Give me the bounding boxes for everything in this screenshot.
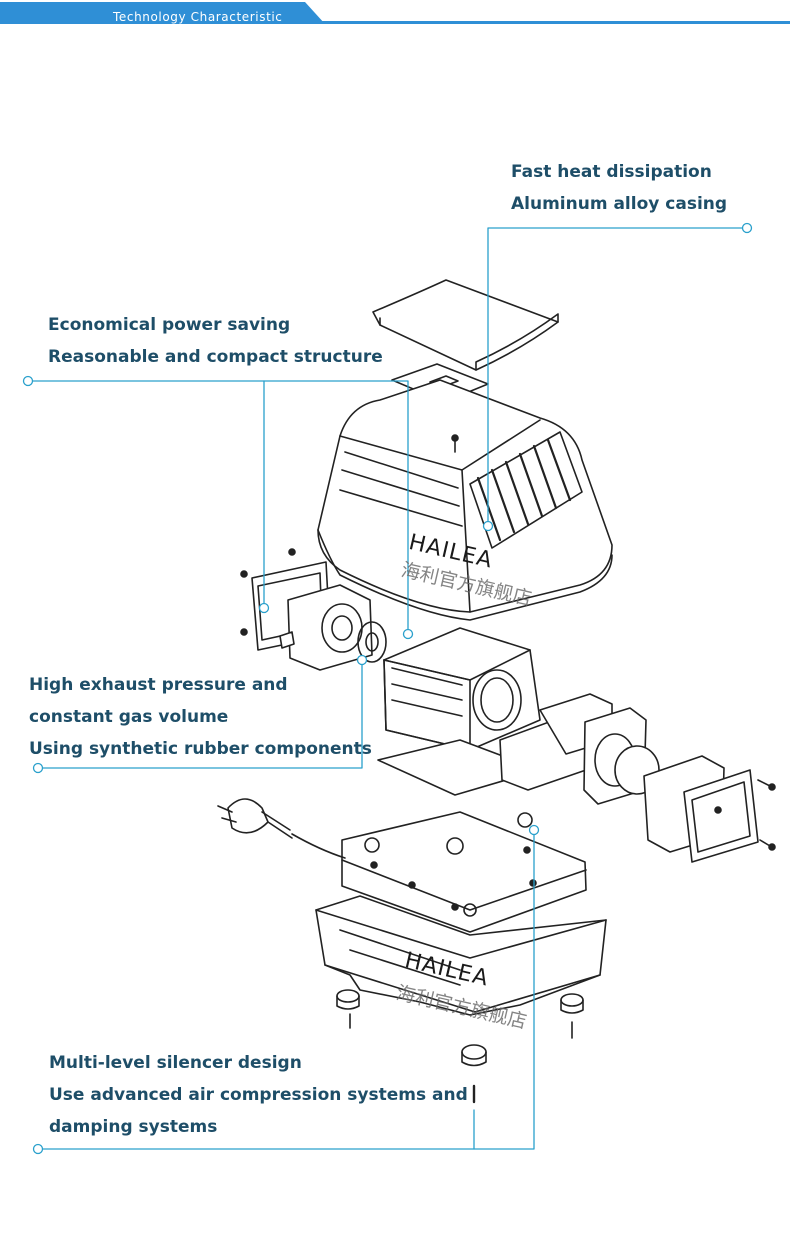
callout-power-saving: Economical power saving Reasonable and c… xyxy=(48,309,383,373)
callout-pressure-line-3: Using synthetic rubber components xyxy=(29,739,372,759)
callout-power-line-1: Economical power saving xyxy=(48,315,291,335)
top-cover-plate xyxy=(372,279,559,371)
callout-heat-line-1: Fast heat dissipation xyxy=(511,162,712,182)
callout-heat-line-2: Aluminum alloy casing xyxy=(511,194,728,214)
right-cylinder-assembly xyxy=(499,693,776,863)
callout-silencer: Multi-level silencer design Use advanced… xyxy=(49,1047,468,1143)
callout-heat-dissipation: Fast heat dissipation Aluminum alloy cas… xyxy=(511,156,727,220)
leader-lines xyxy=(22,222,753,1155)
callout-silencer-line-2: Use advanced air compression systems and xyxy=(49,1085,468,1105)
damping-feet xyxy=(336,989,584,1104)
callout-power-line-2: Reasonable and compact structure xyxy=(48,347,383,367)
mounting-plate xyxy=(341,811,587,933)
left-cylinder-assembly xyxy=(240,548,387,671)
callout-silencer-line-3: damping systems xyxy=(49,1117,218,1137)
upper-housing xyxy=(317,363,613,621)
callout-pressure-line-1: High exhaust pressure and xyxy=(29,675,288,695)
callout-exhaust-pressure: High exhaust pressure and constant gas v… xyxy=(29,669,372,765)
electromagnet-block xyxy=(377,627,541,796)
callout-pressure-line-2: constant gas volume xyxy=(29,707,229,727)
header-bar xyxy=(0,2,790,24)
callout-silencer-line-1: Multi-level silencer design xyxy=(49,1053,302,1073)
power-cord xyxy=(217,798,346,859)
section-title: Technology Characteristic xyxy=(113,10,283,24)
